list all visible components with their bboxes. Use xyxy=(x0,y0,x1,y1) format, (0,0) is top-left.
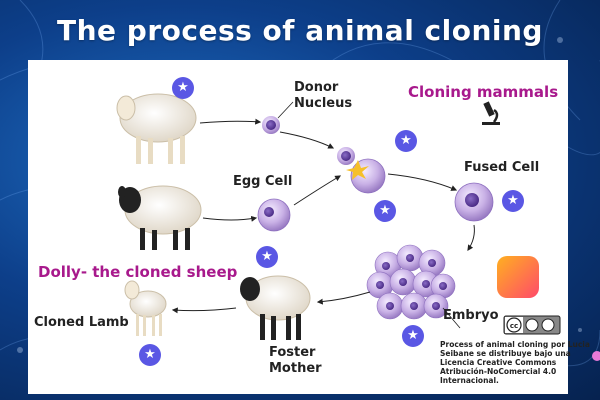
label-embryo: Embryo xyxy=(443,308,499,323)
star-icon: ★ xyxy=(379,203,391,218)
arrow-sheep-to-egg xyxy=(202,215,258,222)
label-egg-cell: Egg Cell xyxy=(233,174,293,189)
arrow-embryo-to-foster xyxy=(316,291,371,305)
donor-sheep xyxy=(116,93,197,164)
microscope-icon xyxy=(482,101,500,125)
fusion-cells xyxy=(337,147,386,194)
label-foster-mother-line2: Mother xyxy=(269,361,322,376)
star-button-embryo[interactable]: ★ xyxy=(402,325,424,347)
arrow-fused-to-embryo xyxy=(467,224,475,251)
diagram-graphics: cc xyxy=(116,93,561,340)
label-donor-nucleus: Donor Nucleus xyxy=(294,80,352,112)
label-foster-mother: Foster Mother xyxy=(269,345,322,377)
foster-mother-sheep xyxy=(240,275,311,340)
arrow-egg-to-fusion xyxy=(293,175,342,206)
star-icon: ★ xyxy=(261,249,273,264)
donor-nucleus-cell xyxy=(262,101,294,134)
egg-cell xyxy=(257,198,291,232)
egg-donor-sheep xyxy=(118,185,202,250)
fused-cell xyxy=(454,182,494,222)
star-icon: ★ xyxy=(407,328,419,343)
star-icon: ★ xyxy=(400,133,412,148)
arrow-fusion-to-fused xyxy=(387,173,458,191)
star-button-donor[interactable]: ★ xyxy=(172,77,194,99)
embryo-cluster xyxy=(366,244,461,329)
star-icon: ★ xyxy=(177,80,189,95)
science-app-icon[interactable] xyxy=(497,256,539,298)
star-button-lamb[interactable]: ★ xyxy=(139,344,161,366)
star-button-egg[interactable]: ★ xyxy=(256,246,278,268)
label-foster-mother-line1: Foster xyxy=(269,345,316,360)
arrow-nucleus-to-fusion xyxy=(279,131,335,149)
star-button-fused[interactable]: ★ xyxy=(395,130,417,152)
star-icon: ★ xyxy=(144,347,156,362)
star-icon: ★ xyxy=(507,193,519,208)
pink-dot xyxy=(592,351,600,361)
label-dolly: Dolly- the cloned sheep xyxy=(38,263,238,281)
svg-text:cc: cc xyxy=(510,322,518,330)
label-cloned-lamb: Cloned Lamb xyxy=(34,315,129,330)
star-button-fusion[interactable]: ★ xyxy=(374,200,396,222)
diagram-card: cc Donor Nucleus Cloning mammals Egg Cel… xyxy=(28,60,590,394)
label-fused-cell: Fused Cell xyxy=(464,160,540,175)
cc-license-badge: cc xyxy=(503,315,561,335)
arrow-foster-to-lamb xyxy=(171,307,237,314)
license-text: Process of animal cloning por Lucia Seib… xyxy=(440,340,590,385)
label-donor-nucleus-line1: Donor xyxy=(294,80,339,95)
page-title: The process of animal cloning xyxy=(57,14,543,47)
star-button-fused-cell[interactable]: ★ xyxy=(502,190,524,212)
label-cloning-mammals: Cloning mammals xyxy=(408,83,559,101)
cloned-lamb xyxy=(124,280,167,336)
label-donor-nucleus-line2: Nucleus xyxy=(294,96,353,111)
arrow-sheep-to-nucleus xyxy=(199,118,262,125)
